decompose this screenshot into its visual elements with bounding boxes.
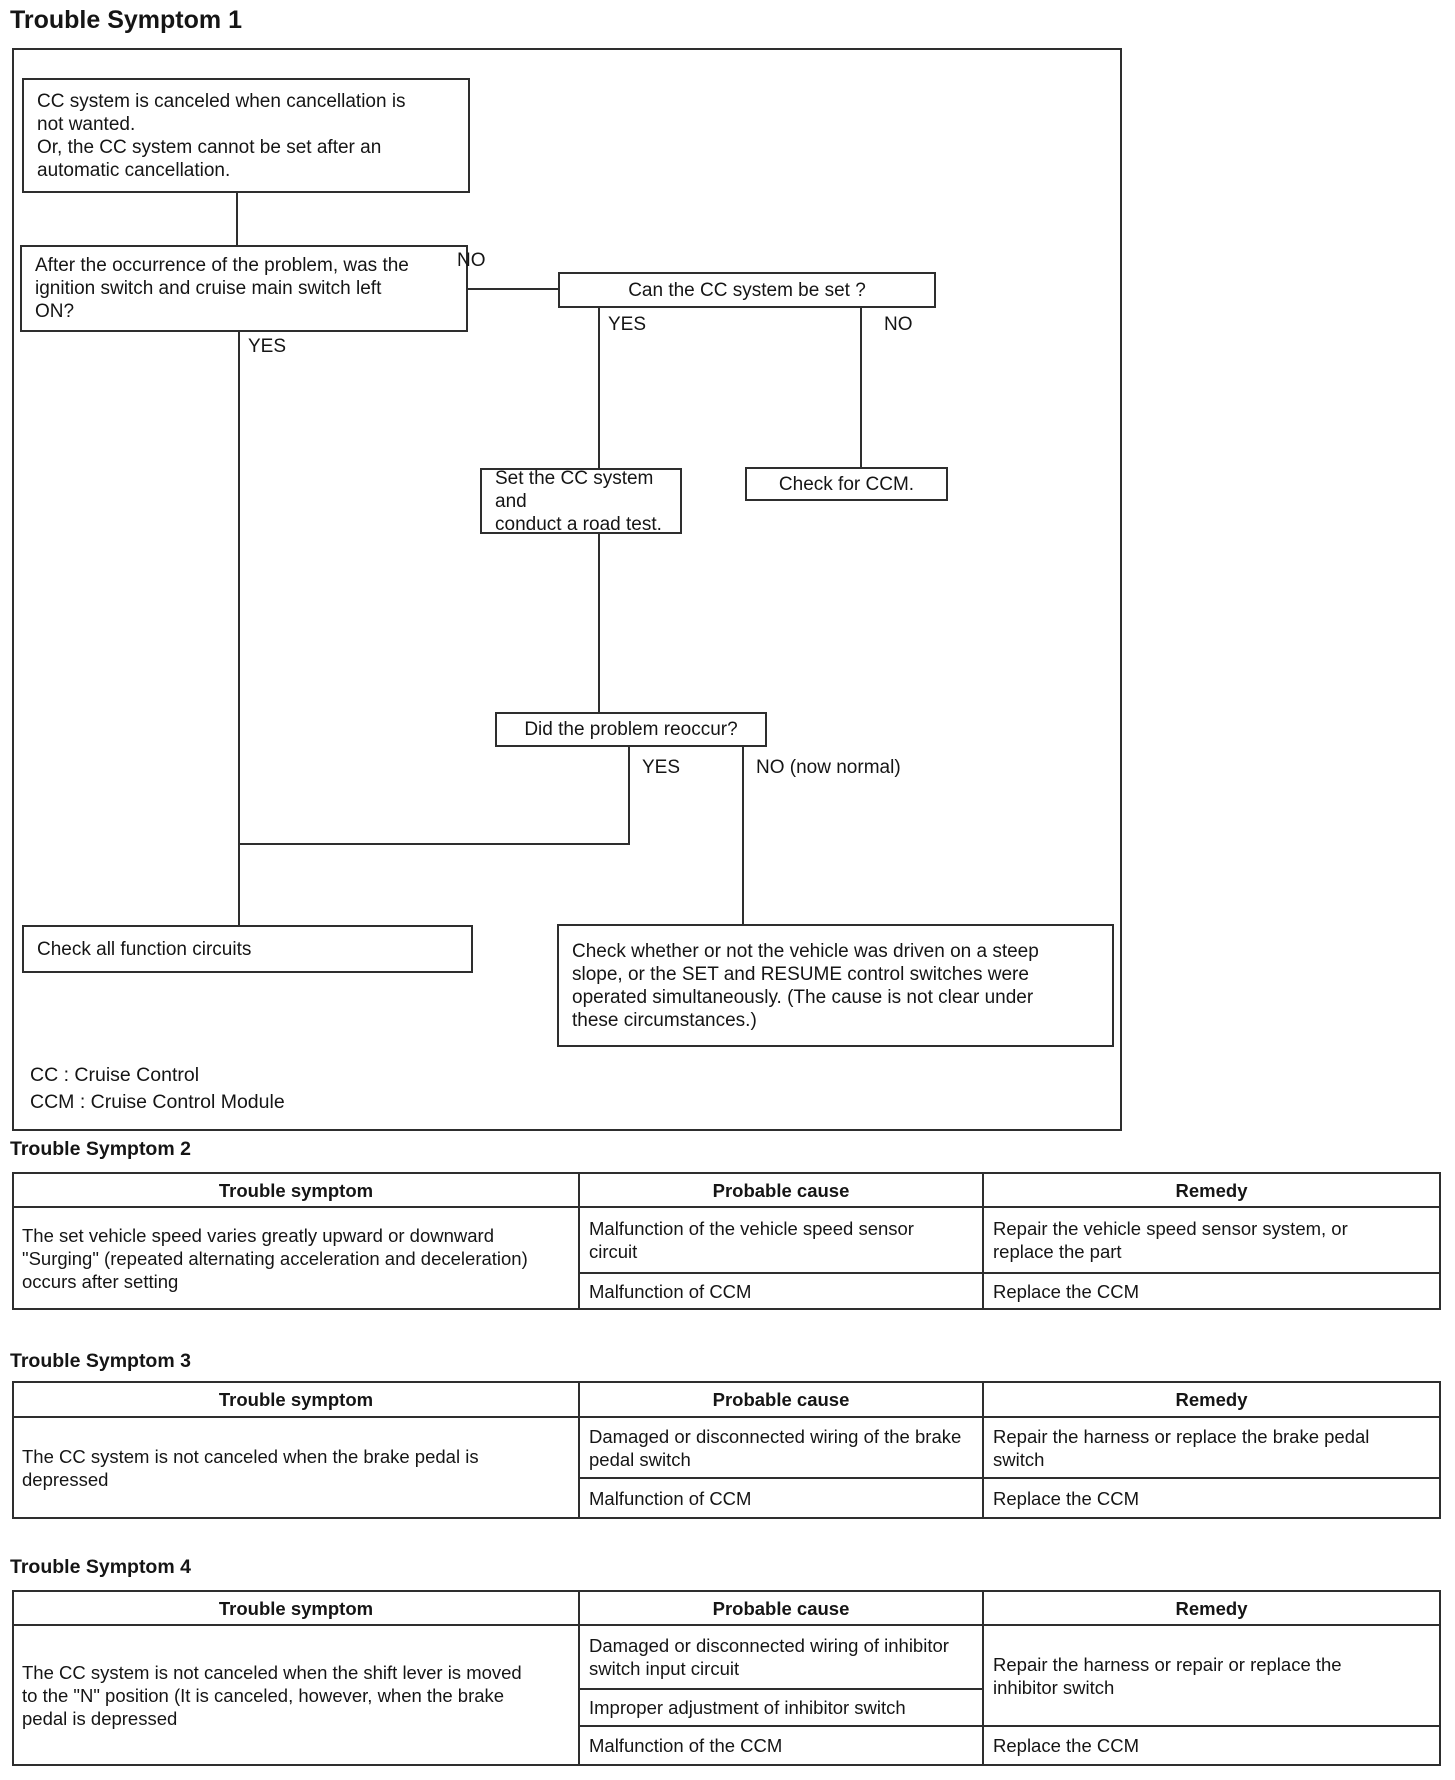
cause-cell: Malfunction of CCM bbox=[578, 1272, 984, 1310]
remedy-cell: Replace the CCM bbox=[982, 1272, 1441, 1310]
table-row: Improper adjustment of inhibitor switch bbox=[13, 1688, 1440, 1727]
table-row: The CC system is not canceled when the b… bbox=[12, 1416, 1441, 1519]
connector-canset-no-down bbox=[860, 308, 862, 467]
remedy-cell: Replace the CCM bbox=[982, 1477, 1441, 1519]
flowchart-box-check-ccm: Check for CCM. bbox=[745, 467, 948, 501]
legend-ccm: CCM : Cruise Control Module bbox=[30, 1091, 285, 1113]
column-header-symptom: Trouble symptom bbox=[12, 1381, 580, 1418]
flowchart-box-start-symptom: CC system is canceled when cancellation … bbox=[22, 78, 470, 193]
remedy-cell: Repair the harness or replace the brake … bbox=[982, 1416, 1441, 1479]
section-heading-symptom-2: Trouble Symptom 2 bbox=[10, 1138, 191, 1160]
flowchart-box-check-conditions: Check whether or not the vehicle was dri… bbox=[557, 924, 1114, 1047]
flowchart-box-can-set-question: Can the CC system be set ? bbox=[558, 272, 936, 308]
flowchart-frame bbox=[12, 48, 1122, 1131]
column-header-cause: Probable cause bbox=[578, 1172, 984, 1208]
trouble-table-3: Trouble symptom Probable cause Remedy Th… bbox=[12, 1381, 1441, 1519]
remedy-cell: Repair the harness or repair or replace … bbox=[982, 1624, 1441, 1727]
section-heading-symptom-4: Trouble Symptom 4 bbox=[10, 1556, 191, 1578]
legend-cc: CC : Cruise Control bbox=[30, 1064, 200, 1086]
flowchart-box-reoccur-question: Did the problem reoccur? bbox=[495, 712, 767, 747]
cause-cell: Improper adjustment of inhibitor switch bbox=[578, 1688, 984, 1727]
branch-label-reoccur-no: NO (now normal) bbox=[756, 757, 901, 778]
table-row: The set vehicle speed varies greatly upw… bbox=[12, 1206, 1441, 1310]
cause-cell: Malfunction of the CCM bbox=[578, 1725, 984, 1766]
branch-label-canset-no: NO bbox=[884, 314, 913, 335]
connector-reoccur-no-down bbox=[742, 747, 744, 924]
cause-cell: Damaged or disconnected wiring of the br… bbox=[578, 1416, 984, 1479]
remedy-cell: Repair the vehicle speed sensor system, … bbox=[982, 1206, 1441, 1274]
cause-cell: Malfunction of CCM bbox=[578, 1477, 984, 1519]
symptom-cell: The CC system is not canceled when the b… bbox=[12, 1416, 580, 1519]
column-header-remedy: Remedy bbox=[982, 1172, 1441, 1208]
table-header-row: Trouble symptom Probable cause Remedy bbox=[12, 1381, 1441, 1418]
abbreviation-legend: CC : Cruise Control CCM : Cruise Control… bbox=[30, 1062, 285, 1116]
column-header-cause: Probable cause bbox=[578, 1381, 984, 1418]
table-row: Malfunction of CCM Replace the CCM bbox=[13, 1477, 1441, 1519]
table-header-row: Trouble symptom Probable cause Remedy bbox=[12, 1590, 1441, 1626]
trouble-table-2: Trouble symptom Probable cause Remedy Th… bbox=[12, 1172, 1441, 1310]
connector-reoccur-yes-left bbox=[238, 843, 630, 845]
column-header-remedy: Remedy bbox=[982, 1590, 1441, 1626]
column-header-symptom: Trouble symptom bbox=[12, 1172, 580, 1208]
connector-ignition-yes-down bbox=[238, 332, 240, 925]
branch-label-reoccur-yes: YES bbox=[642, 757, 681, 778]
table-row: Malfunction of CCM Replace the CCM bbox=[13, 1272, 1441, 1310]
connector-reoccur-yes-down bbox=[628, 747, 630, 845]
flowchart-box-check-circuits: Check all function circuits bbox=[22, 925, 473, 973]
table-header-row: Trouble symptom Probable cause Remedy bbox=[12, 1172, 1441, 1208]
flowchart-box-road-test: Set the CC system and conduct a road tes… bbox=[480, 468, 682, 535]
section-heading-symptom-3: Trouble Symptom 3 bbox=[10, 1350, 191, 1372]
remedy-cell: Replace the CCM bbox=[982, 1725, 1441, 1766]
connector-canset-yes-down bbox=[598, 308, 600, 468]
flowchart-title: Trouble Symptom 1 bbox=[10, 6, 242, 34]
symptom-cell: The set vehicle speed varies greatly upw… bbox=[12, 1206, 580, 1310]
column-header-remedy: Remedy bbox=[982, 1381, 1441, 1418]
branch-label-ignition-no: NO bbox=[457, 250, 486, 271]
trouble-table-4: Trouble symptom Probable cause Remedy Th… bbox=[12, 1590, 1441, 1766]
connector-ignition-no-right bbox=[468, 288, 558, 290]
connector-roadtest-to-reoccur bbox=[598, 534, 600, 712]
column-header-cause: Probable cause bbox=[578, 1590, 984, 1626]
table-row: Malfunction of the CCM Replace the CCM bbox=[13, 1725, 1441, 1766]
flowchart-box-ignition-question: After the occurrence of the problem, was… bbox=[20, 245, 468, 332]
branch-label-canset-yes: YES bbox=[608, 314, 647, 335]
symptom-cell: The CC system is not canceled when the s… bbox=[12, 1624, 580, 1766]
branch-label-ignition-yes: YES bbox=[248, 336, 287, 357]
column-header-symptom: Trouble symptom bbox=[12, 1590, 580, 1626]
connector-start-to-ignition bbox=[236, 193, 238, 245]
cause-cell: Malfunction of the vehicle speed sensor … bbox=[578, 1206, 984, 1274]
table-row: The CC system is not canceled when the s… bbox=[12, 1624, 1441, 1766]
cause-cell: Damaged or disconnected wiring of inhibi… bbox=[578, 1624, 984, 1690]
